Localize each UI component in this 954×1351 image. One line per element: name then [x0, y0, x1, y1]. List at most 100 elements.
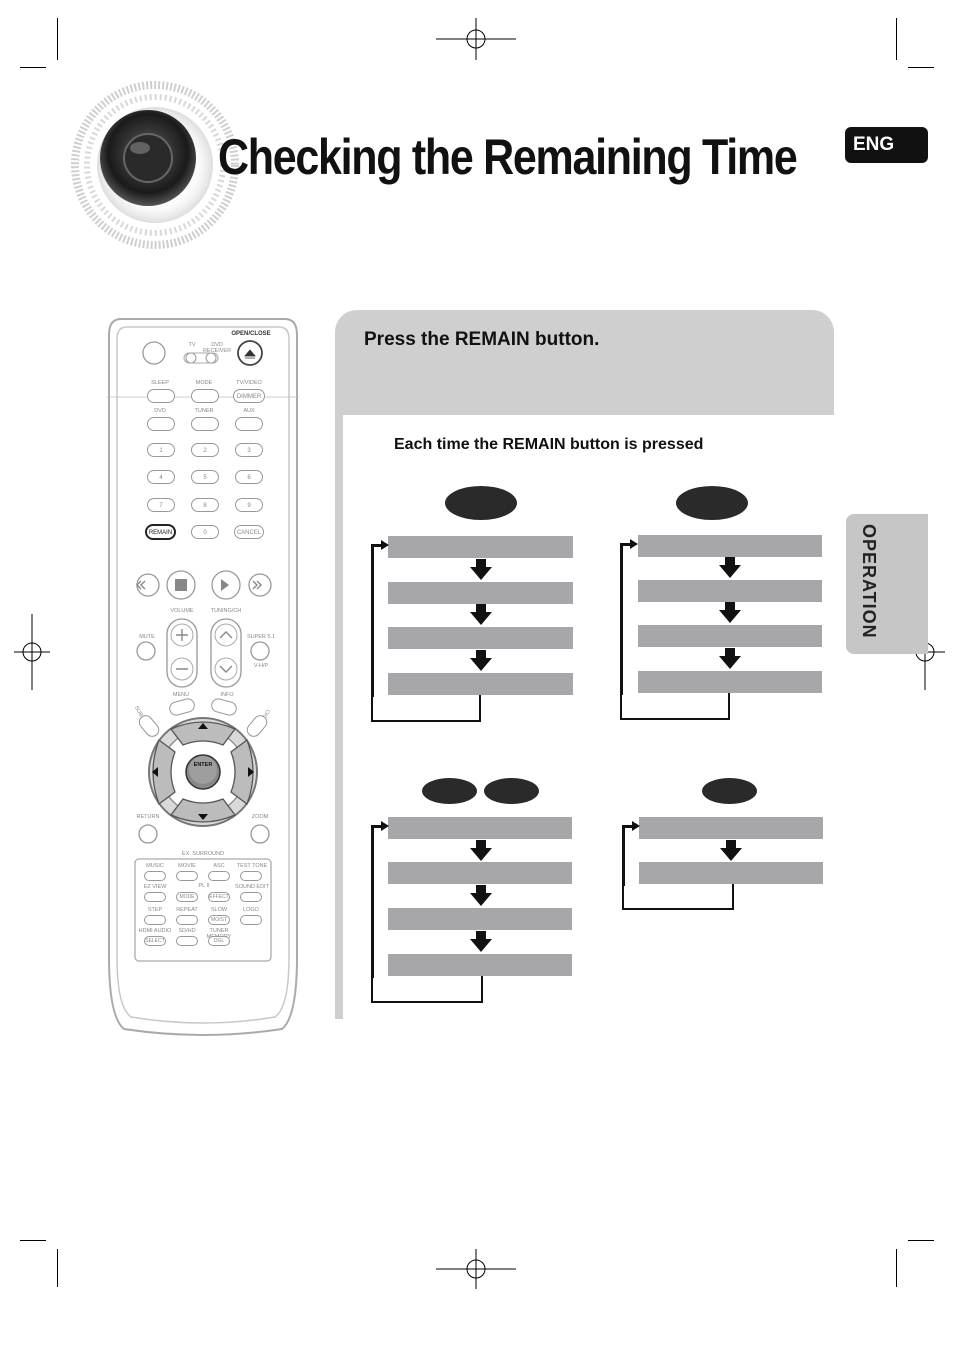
- number-button[interactable]: 4: [147, 470, 175, 484]
- enter-button[interactable]: ENTER: [193, 762, 213, 768]
- aux-button[interactable]: [235, 417, 263, 431]
- display-bar: [638, 580, 822, 602]
- movie-label: MOVIE: [178, 863, 196, 869]
- vhp-label: V-H/P: [253, 663, 269, 669]
- effect-button[interactable]: EFFECT: [208, 892, 230, 902]
- remote-body: [107, 318, 299, 1036]
- open-close-label: OPEN/CLOSE: [231, 331, 271, 337]
- number-button[interactable]: 8: [191, 498, 219, 512]
- dvd-button[interactable]: [147, 417, 175, 431]
- arrow-down-icon: [470, 840, 492, 861]
- test-tone-button[interactable]: [240, 871, 262, 881]
- arrow-down-icon: [720, 840, 742, 861]
- tuner-label: TUNER: [194, 408, 214, 414]
- section-tab-label: OPERATION: [859, 524, 879, 639]
- mode-indicator-pill: [445, 486, 517, 520]
- movie-button[interactable]: [176, 871, 198, 881]
- test-tone-label: TEST TONE: [236, 863, 268, 869]
- repeat-button[interactable]: [176, 915, 198, 925]
- mode-button[interactable]: [191, 389, 219, 403]
- display-bar: [388, 862, 572, 884]
- display-bar: [388, 627, 573, 649]
- dvd-label: DVD: [154, 408, 166, 414]
- slow-label: SLOW: [210, 907, 228, 913]
- display-bar: [639, 862, 823, 884]
- display-bar: [388, 673, 573, 695]
- speaker-graphic: [71, 81, 239, 249]
- instruction-panel: [335, 310, 834, 415]
- mute-label: MUTE: [139, 634, 155, 640]
- loop-line: [371, 544, 383, 547]
- sd-hd-button[interactable]: [176, 936, 198, 946]
- sound-edit-button[interactable]: [240, 892, 262, 902]
- loop-arrowhead: [632, 821, 640, 831]
- display-bar: [639, 817, 823, 839]
- tuner-button[interactable]: [191, 417, 219, 431]
- hdmi-audio-label: HDMI AUDIO: [138, 928, 172, 934]
- return-label: RETURN: [136, 814, 160, 820]
- number-button[interactable]: 9: [235, 498, 263, 512]
- loop-line: [371, 826, 374, 978]
- volume-label: VOLUME: [170, 608, 194, 614]
- mode-indicator-pill: [484, 778, 539, 804]
- step-label: STEP: [147, 907, 163, 913]
- sleep-button[interactable]: [147, 389, 175, 403]
- mo-st-button[interactable]: MO/ST: [208, 915, 230, 925]
- loop-line: [620, 544, 623, 695]
- music-button[interactable]: [144, 871, 166, 881]
- mode-indicator-pill: [676, 486, 748, 520]
- info-label: INFO: [220, 692, 234, 698]
- sleep-label: SLEEP: [151, 380, 169, 386]
- tv-video-label: TV/VIDEO: [236, 380, 262, 386]
- crop-mark: [57, 1249, 58, 1287]
- loop-arrowhead: [381, 540, 389, 550]
- step-button[interactable]: [144, 915, 166, 925]
- mode-pl2-button[interactable]: MODE: [176, 892, 198, 902]
- super51-label: SUPER 5.1: [246, 634, 276, 640]
- number-button[interactable]: 5: [191, 470, 219, 484]
- arrow-down-icon: [719, 557, 741, 578]
- page-title: Checking the Remaining Time: [218, 129, 798, 185]
- display-bar: [638, 535, 822, 557]
- loop-line: [620, 543, 632, 546]
- display-bar: [638, 625, 822, 647]
- mode-label: MODE: [195, 380, 213, 386]
- asc-button[interactable]: [208, 871, 230, 881]
- dvd-receiver-label: DVD RECEIVER: [202, 342, 232, 354]
- loop-arrowhead: [381, 821, 389, 831]
- dimmer-button[interactable]: DIMMER: [233, 389, 265, 403]
- dgl-button[interactable]: DGL: [208, 936, 230, 946]
- number-button[interactable]: 0: [191, 525, 219, 539]
- remain-button[interactable]: REMAIN: [145, 524, 176, 540]
- ez-view-button[interactable]: [144, 892, 166, 902]
- section-tab: OPERATION: [846, 514, 928, 654]
- crop-mark: [57, 18, 58, 60]
- display-bar: [388, 817, 572, 839]
- loop-line: [371, 825, 383, 828]
- crop-mark: [20, 67, 46, 68]
- crop-mark: [896, 18, 897, 60]
- mode-indicator-pill: [422, 778, 477, 804]
- tuning-label: TUNING/CH: [210, 608, 242, 614]
- display-bar: [388, 582, 573, 604]
- pl2-label: PL II: [198, 883, 210, 889]
- crop-mark: [908, 1240, 934, 1241]
- cancel-button[interactable]: CANCEL: [234, 525, 264, 539]
- loop-line: [622, 825, 634, 828]
- select-button[interactable]: SELECT: [144, 936, 166, 946]
- number-button[interactable]: 3: [235, 443, 263, 457]
- instruction-panel-edge: [335, 415, 343, 1019]
- ez-view-label: EZ VIEW: [143, 884, 167, 890]
- number-button[interactable]: 1: [147, 443, 175, 457]
- number-button[interactable]: 6: [235, 470, 263, 484]
- tv-label: TV: [188, 342, 196, 348]
- number-button[interactable]: 2: [191, 443, 219, 457]
- arrow-down-icon: [470, 559, 492, 580]
- logo-button[interactable]: [240, 915, 262, 925]
- arrow-down-icon: [719, 648, 741, 669]
- loop-line: [622, 826, 625, 886]
- number-button[interactable]: 7: [147, 498, 175, 512]
- loop-line: [371, 976, 483, 1003]
- crop-mark: [20, 1240, 46, 1241]
- step-text: Press the REMAIN button.: [364, 329, 600, 350]
